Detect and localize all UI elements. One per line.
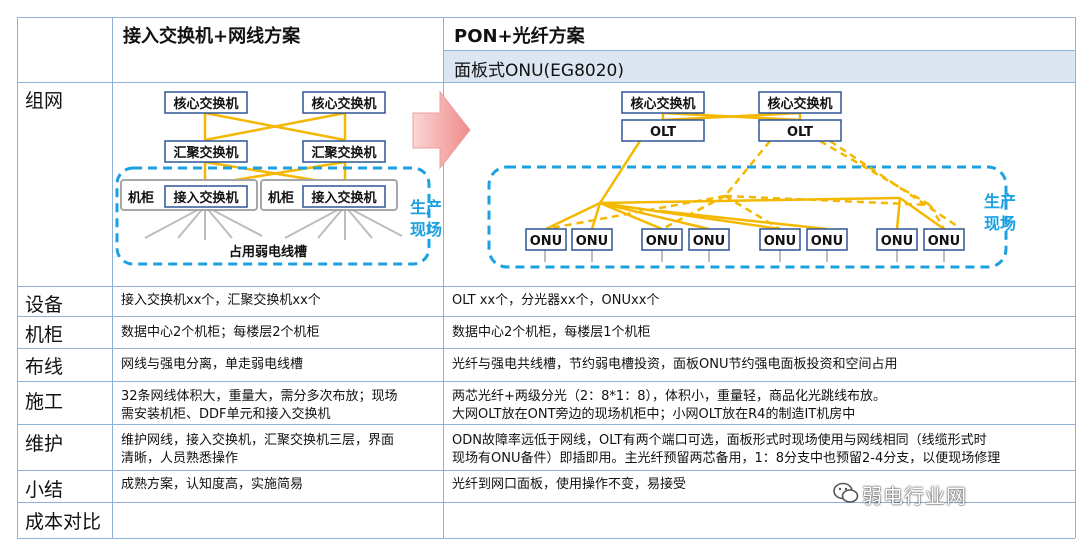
header-col1-title: 接入交换机+网线方案 xyxy=(123,26,301,47)
construction-col2-line2: 大网OLT放在ONT旁边的现场机柜中；小网OLT放在R4的制造IT机房中 xyxy=(452,407,856,422)
right-onu-6: ONU xyxy=(811,234,844,249)
right-olt-1: OLT xyxy=(650,125,676,140)
row-label-construction: 施工 xyxy=(25,391,64,413)
left-core-switch-2: 核心交换机 xyxy=(311,96,376,112)
right-olt-2: OLT xyxy=(787,125,813,140)
grid-line xyxy=(17,470,1075,471)
grid-line xyxy=(17,381,1075,382)
construction-col2-line1: 两芯光纤+两级分光（2：8*1：8），体积小，重量轻，商品化光跳线布放。 xyxy=(452,389,886,404)
grid-line xyxy=(443,17,444,538)
right-site-label-2: 现场 xyxy=(984,214,1016,233)
right-onu-2: ONU xyxy=(576,234,609,249)
right-site-label-1: 生产 xyxy=(984,192,1016,211)
onu-subtitle-band xyxy=(444,51,1075,82)
row-label-cabling: 布线 xyxy=(25,356,64,378)
maintenance-col1-line2: 清晰，人员熟悉操作 xyxy=(121,451,239,466)
cabinet-col1: 数据中心2个机柜；每楼层2个机柜 xyxy=(121,325,320,340)
header-col2-subtitle: 面板式ONU(EG8020) xyxy=(454,61,624,81)
left-diagram: 核心交换机 核心交换机 汇聚交换机 汇聚交换机 接入交换机 接入交换机 机柜 机… xyxy=(115,91,442,266)
construction-col1-line2: 需安装机柜、DDF单元和接入交换机 xyxy=(121,407,331,422)
maintenance-col2-line2: 现场有ONU备件）即插即用。主光纤预留两芯备用，1：8分支中也预留2-4分支，以… xyxy=(452,451,1001,466)
grid-line xyxy=(17,17,18,538)
equipment-col1: 接入交换机xx个，汇聚交换机xx个 xyxy=(121,293,321,308)
watermark-text: 弱电行业网 xyxy=(862,484,967,508)
left-site-label-2: 现场 xyxy=(410,220,442,239)
cabinet-col2: 数据中心2个机柜，每楼层1个机柜 xyxy=(452,325,651,340)
summary-col1: 成熟方案，认知度高，实施简易 xyxy=(121,477,304,492)
row-label-maintenance: 维护 xyxy=(25,433,64,455)
left-access-switch-1: 接入交换机 xyxy=(173,190,238,206)
row-label-network: 组网 xyxy=(25,90,64,112)
construction-col1-line1: 32条网线体积大，重量大，需分多次布放；现场 xyxy=(121,389,398,404)
network-diagram: 核心交换机 核心交换机 汇聚交换机 汇聚交换机 接入交换机 接入交换机 机柜 机… xyxy=(115,90,1016,269)
grid-line xyxy=(17,316,1075,317)
right-onu-5: ONU xyxy=(764,234,797,249)
grid-line xyxy=(1075,17,1076,538)
left-cabinet-1: 机柜 xyxy=(128,190,154,206)
left-agg-switch-1: 汇聚交换机 xyxy=(173,145,238,161)
header-col2-title: PON+光纤方案 xyxy=(454,26,585,47)
right-core-switch-2: 核心交换机 xyxy=(767,96,832,112)
grid-line xyxy=(17,286,1075,287)
maintenance-col1-line1: 维护网线，接入交换机，汇聚交换机三层，界面 xyxy=(121,433,395,448)
grid-line xyxy=(17,424,1075,425)
row-label-cabinet: 机柜 xyxy=(25,324,64,346)
cabling-col2: 光纤与强电共线槽，节约弱电槽投资，面板ONU节约强电面板投资和空间占用 xyxy=(452,357,898,372)
row-label-cost: 成本对比 xyxy=(25,511,102,533)
equipment-col2: OLT xx个，分光器xx个，ONUxx个 xyxy=(452,293,660,308)
left-agg-switch-2: 汇聚交换机 xyxy=(311,145,376,161)
grid-line xyxy=(444,50,1075,51)
right-onu-1: ONU xyxy=(530,234,563,249)
grid-line xyxy=(17,538,1075,539)
left-access-switch-2: 接入交换机 xyxy=(311,190,376,206)
right-onu-7: ONU xyxy=(881,234,914,249)
right-onu-4: ONU xyxy=(693,234,726,249)
cabling-col1: 网线与强电分离，单走弱电线槽 xyxy=(121,357,304,372)
transition-arrow-shape xyxy=(412,90,471,170)
left-core-switch-1: 核心交换机 xyxy=(173,96,238,112)
maintenance-col2-line1: ODN故障率远低于网线，OLT有两个端口可选，面板形式时现场使用与网线相同（线缆… xyxy=(452,433,987,448)
left-cabinet-2: 机柜 xyxy=(268,190,294,206)
row-label-summary: 小结 xyxy=(25,479,64,501)
grid-line xyxy=(17,82,1075,83)
right-core-switch-1: 核心交换机 xyxy=(630,96,695,112)
left-trunk-label: 占用弱电线槽 xyxy=(229,244,307,260)
right-onu-8: ONU xyxy=(928,234,961,249)
row-label-equipment: 设备 xyxy=(25,294,64,316)
left-site-label-1: 生产 xyxy=(410,198,442,217)
grid-line xyxy=(17,17,1075,18)
right-onu-3: ONU xyxy=(646,234,679,249)
right-production-area xyxy=(487,165,1008,269)
wechat-icon xyxy=(833,482,859,503)
grid-line xyxy=(17,502,1075,503)
right-diagram: 核心交换机 核心交换机 OLT OLT ONU ONU ONU ONU ONU … xyxy=(487,91,1016,269)
left-production-area xyxy=(115,166,431,266)
grid-line xyxy=(112,17,113,538)
summary-col2: 光纤到网口面板，使用操作不变，易接受 xyxy=(452,477,687,492)
grid-line xyxy=(17,348,1075,349)
